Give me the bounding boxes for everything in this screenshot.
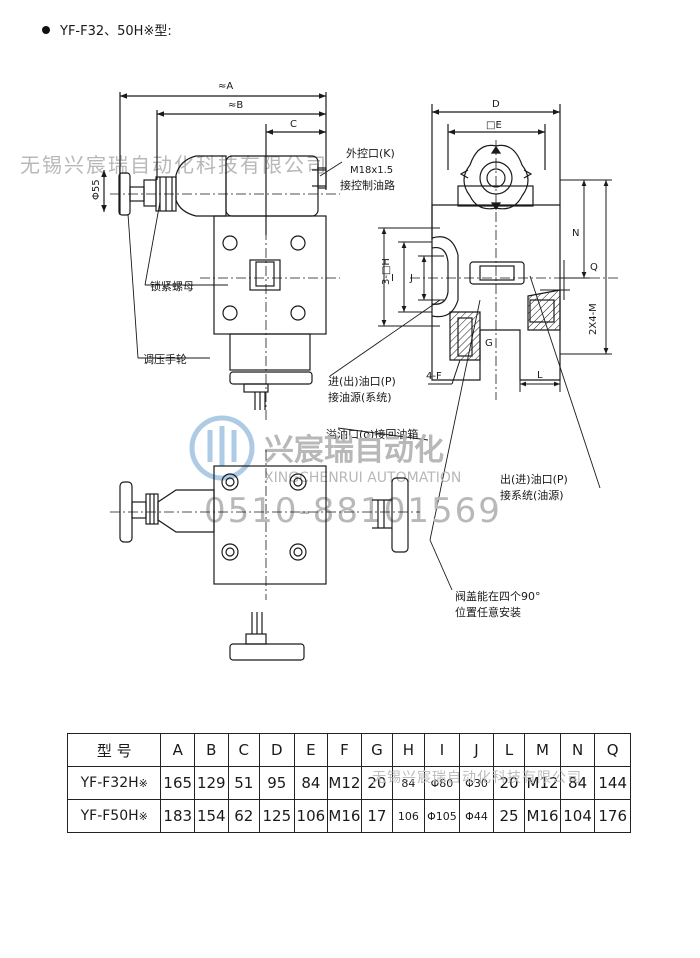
dim-L: L [537,370,543,381]
dim-N: N [572,228,579,239]
label-inlet-1: 进(出)油口(P) [328,374,396,388]
dim-H: 3-□H [381,258,392,285]
cell-M: M12 [524,766,561,800]
cell-H: 106 [392,799,425,833]
dim-D: D [492,99,500,110]
col-header: L [492,733,526,767]
plan-view-centerlines [110,450,420,600]
cell-G: 20 [360,766,394,800]
dim-G: G [485,338,493,349]
col-header: C [227,733,261,767]
col-header: J [459,733,494,767]
cell-J: Φ44 [459,799,494,833]
dim-A: ≈A [218,81,233,92]
label-lock-nut: 锁紧螺母 [150,279,194,293]
label-inlet-2: 接油源(系统) [328,390,392,404]
cell-F: M16 [327,799,362,833]
label-outlet-2: 接系统(油源) [500,488,564,502]
dim-phi55: Φ55 [91,179,102,200]
table-row: YF-F50H※ 183 154 62 125 106 M16 17 106 Φ… [66,799,631,833]
valve-drawing: 无锡兴宸瑞自动化科技有限公司 [20,81,620,661]
label-outlet-1: 出(进)油口(P) [500,472,568,486]
label-external-note: 接控制油路 [340,178,395,192]
heading-text: YF-F32、50H※型: [60,24,172,39]
col-header: Q [594,733,631,767]
section-heading: YF-F32、50H※型: [42,20,172,39]
cell-A: 165 [160,766,196,800]
cell-J: Φ30 [459,766,494,800]
label-external-thread: M18x1.5 [350,165,393,176]
col-header: N [559,733,596,767]
dim-B: ≈B [228,100,243,111]
cell-E: 106 [293,799,329,833]
cell-B: 129 [194,766,229,800]
table-watermark: 无锡兴宸瑞自动化科技有限公司 [372,770,582,786]
label-cover-2: 位置任意安装 [455,605,521,619]
model-cell: YF-F32H※ [66,766,162,800]
cell-E: 84 [293,766,329,800]
bullet-icon [42,26,50,34]
cell-B: 154 [194,799,229,833]
side-view-dims [378,179,612,392]
watermark-company: 无锡兴宸瑞自动化科技有限公司 [20,153,328,177]
cell-M: M16 [524,799,561,833]
col-header: I [423,733,461,767]
cell-D: 125 [259,799,295,833]
front-view [101,92,327,410]
cell-A: 183 [160,799,196,833]
cell-D: 95 [259,766,295,800]
dim-F: 4-F [426,371,442,382]
watermark-brand-cn: 兴宸瑞自动化 [264,433,444,468]
col-header: G [360,733,394,767]
plan-view [119,465,409,661]
model-cell: YF-F50H※ [66,799,162,833]
cell-C: 62 [227,799,261,833]
table-header-row: 型 号 A B C D E F G H I J L M N Q [66,733,631,767]
cell-G: 17 [360,799,394,833]
watermark-logo [189,415,255,481]
dim-Q: Q [590,262,598,273]
dim-J: J [409,273,413,284]
col-header: E [293,733,329,767]
front-view-centerlines [110,140,340,420]
col-header: A [160,733,196,767]
label-cover-1: 阀盖能在四个90° [455,589,541,603]
side-view-centerlines [410,140,620,400]
cell-F: M12 [327,766,362,800]
cell-N: 104 [559,799,596,833]
dim-E: □E [486,120,502,131]
col-header: D [259,733,295,767]
col-header: 型 号 [66,733,162,767]
dim-I: I [391,273,394,284]
label-overflow: 溢油口(o)接回油箱 [326,427,418,441]
dim-M: 2X4-M [588,303,599,335]
cell-L: 20 [492,766,526,800]
cell-L: 25 [492,799,526,833]
watermark-phone: 0510-88101569 [204,491,502,531]
cell-Q: 144 [594,766,631,800]
col-header: B [194,733,229,767]
col-header: F [327,733,362,767]
spec-table: 型 号 A B C D E F G H I J L M N Q YF-F32H※… [66,733,631,833]
col-header: H [392,733,425,767]
label-handwheel: 调压手轮 [143,352,187,366]
cell-Q: 176 [594,799,631,833]
watermark-brand-en: XINGCHENRUI AUTOMATION [264,470,461,486]
dim-C: C [290,119,297,130]
table-row: YF-F32H※ 165 129 51 95 84 M12 20 84 Φ80 … [66,766,631,800]
col-header: M [524,733,561,767]
label-external-port: 外控口(K) [346,146,395,160]
cell-C: 51 [227,766,261,800]
cell-I: Φ105 [423,799,461,833]
